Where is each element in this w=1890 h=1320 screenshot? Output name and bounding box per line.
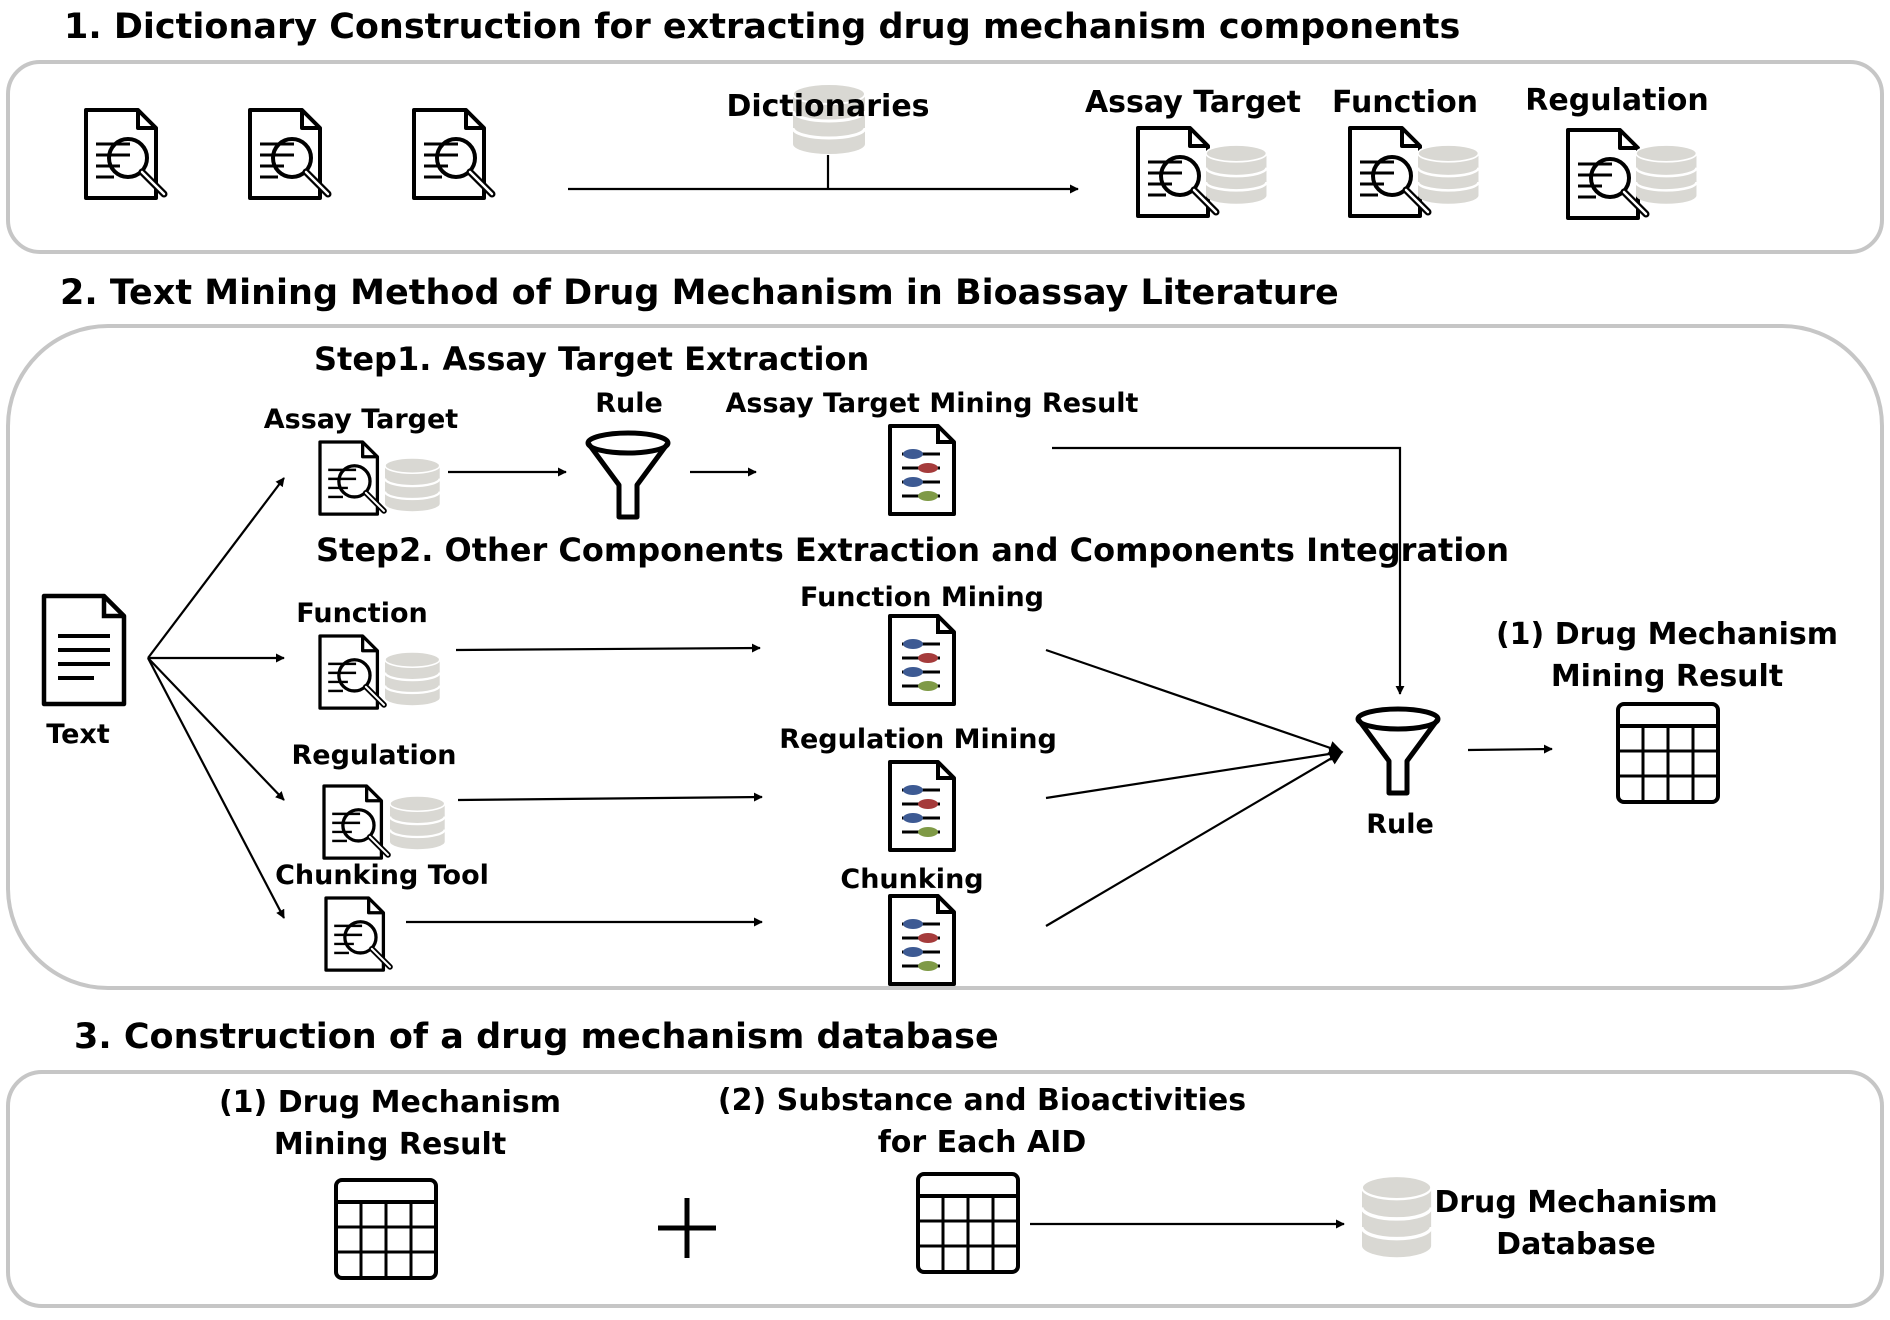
dict-function-label: Function (1332, 85, 1478, 120)
document-search-icon (86, 110, 164, 198)
chunking-label: Chunking (840, 864, 983, 895)
final-result-label-2: Mining Result (1551, 659, 1783, 694)
result-document-icon (888, 894, 956, 986)
database-icon (383, 456, 441, 513)
plus-icon (658, 1198, 716, 1258)
document-search-icon (324, 786, 388, 858)
chunking-tool-label: Chunking Tool (275, 860, 489, 891)
drug-mechanism-database-icon (1360, 1174, 1433, 1259)
regulation-label: Regulation (291, 740, 456, 771)
regulation-result-to-rule-arrow (1045, 747, 1344, 800)
function-label: Function (296, 598, 427, 629)
document-search-icon (414, 110, 492, 198)
table-icon (334, 1178, 438, 1280)
dict-assay-target-label: Assay Target (1085, 85, 1301, 120)
assay-target-result-label: Assay Target Mining Result (726, 388, 1139, 419)
assay-target-label: Assay Target (264, 404, 459, 435)
document-search-icon (326, 898, 390, 970)
result-document-icon (888, 424, 956, 516)
result-document-icon (888, 614, 956, 706)
database-icon (1416, 143, 1480, 206)
regulation-mining-label: Regulation Mining (779, 724, 1057, 755)
section1-panel (6, 60, 1884, 254)
section3-title: 3. Construction of a drug mechanism data… (74, 1017, 999, 1057)
s3-left-label-2: Mining Result (274, 1127, 506, 1162)
step2-title: Step2. Other Components Extraction and C… (316, 531, 1509, 569)
section3-panel (6, 1070, 1884, 1308)
final-result-label-1: (1) Drug Mechanism (1496, 617, 1838, 652)
funnel-icon (588, 433, 668, 517)
dict-regulation-label: Regulation (1525, 83, 1708, 118)
section1-title: 1. Dictionary Construction for extractin… (64, 7, 1460, 47)
database-icon (1634, 143, 1698, 206)
text-document-icon (44, 596, 124, 704)
funnel-icon (1358, 709, 1438, 793)
regulation-to-result-arrow (457, 792, 763, 802)
database-icon (383, 650, 441, 707)
dictionaries-label: Dictionaries (726, 89, 929, 124)
text-to-assay-arrow (147, 477, 285, 659)
document-search-icon (320, 636, 384, 708)
rule-top-label: Rule (595, 388, 663, 419)
s3-mid-label-1: (2) Substance and Bioactivities (718, 1083, 1246, 1118)
text-to-regulation-arrow (147, 657, 285, 801)
assay-result-to-rule-arrow (1052, 446, 1405, 695)
function-result-to-rule-arrow (1045, 648, 1344, 755)
document-search-icon (250, 110, 328, 198)
result-document-icon (888, 760, 956, 852)
s3-right-label-2: Database (1496, 1227, 1656, 1262)
s3-left-label-1: (1) Drug Mechanism (219, 1085, 561, 1120)
document-search-icon (1568, 130, 1646, 218)
s3-right-label-1: Drug Mechanism (1434, 1185, 1717, 1220)
document-search-icon (320, 442, 384, 514)
text-label: Text (46, 719, 110, 750)
rule-mid-label: Rule (1366, 809, 1434, 840)
database-icon (1204, 143, 1268, 206)
s3-mid-label-2: for Each AID (878, 1125, 1087, 1160)
section2-title: 2. Text Mining Method of Drug Mechanism … (60, 273, 1339, 313)
table-icon (1616, 702, 1720, 804)
document-search-icon (1350, 128, 1428, 216)
function-mining-label: Function Mining (800, 582, 1044, 613)
section2-panel (6, 324, 1884, 990)
rule-to-final-arrow (1467, 744, 1553, 754)
document-search-icon (1138, 128, 1216, 216)
database-icon (388, 794, 446, 851)
text-to-chunking-arrow (147, 657, 285, 919)
function-to-result-arrow (455, 643, 761, 653)
table-icon (916, 1172, 1020, 1274)
chunking-result-to-rule-arrow (1045, 751, 1344, 927)
step1-title: Step1. Assay Target Extraction (314, 340, 869, 378)
